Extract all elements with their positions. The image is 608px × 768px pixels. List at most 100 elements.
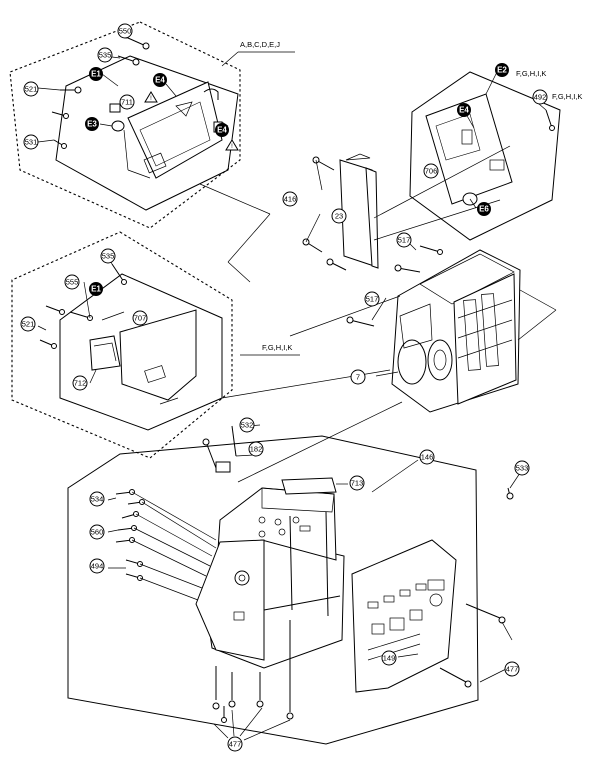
screw-icon	[202, 425, 237, 473]
svg-text:E1: E1	[91, 70, 101, 79]
svg-text:416: 416	[284, 195, 297, 204]
callout-23: 23	[331, 208, 347, 224]
bracket-23	[302, 153, 379, 271]
callout-531: 531	[23, 134, 39, 150]
badges: E1 E3 E4 E4 E2 E4 E6 E1	[85, 63, 509, 296]
badge-e1: E1	[89, 67, 103, 81]
screw-icon	[346, 245, 443, 327]
screw-icon	[115, 489, 145, 581]
badge-e2: E2	[495, 63, 509, 77]
svg-text:477: 477	[229, 740, 242, 749]
callout-7: 7	[350, 369, 366, 385]
model-group-label-top-left: A,B,C,D,E,J	[240, 40, 280, 49]
svg-text:E2: E2	[497, 66, 507, 75]
callout-182: 182	[248, 441, 264, 457]
screw-icon	[302, 156, 347, 271]
svg-text:E4: E4	[155, 76, 165, 85]
callout-521b: 521	[20, 316, 36, 332]
callout-706: 706	[423, 163, 439, 179]
svg-text:706: 706	[425, 167, 438, 176]
svg-text:7: 7	[356, 373, 360, 382]
screw-icon	[545, 109, 555, 131]
group-bottom	[67, 425, 514, 745]
screw-icon	[51, 37, 150, 149]
svg-text:550: 550	[119, 27, 132, 36]
badge-e4c: E4	[457, 103, 471, 117]
svg-text:711: 711	[121, 98, 133, 107]
svg-text:713: 713	[351, 479, 364, 488]
badge-e1b: E1	[89, 282, 103, 296]
group-middle-left: F,G,H,I,K	[11, 231, 300, 459]
svg-text:534: 534	[91, 495, 104, 504]
group-top-right: F,G,H,I,K F,G,H,I,K	[409, 69, 582, 241]
callout-707: 707	[132, 310, 148, 326]
svg-text:182: 182	[250, 445, 263, 454]
badge-e3: E3	[85, 117, 99, 131]
svg-text:!: !	[150, 96, 152, 102]
mechanism-assembly-7	[391, 249, 521, 413]
svg-text:E1: E1	[91, 285, 101, 294]
svg-text:!: !	[231, 144, 233, 150]
callout-146: 146	[419, 449, 435, 465]
callout-713: 713	[349, 475, 365, 491]
svg-text:477: 477	[506, 665, 519, 674]
svg-text:521: 521	[22, 320, 35, 329]
svg-text:494: 494	[91, 562, 104, 571]
callout-532: 532	[239, 417, 255, 433]
svg-text:555: 555	[66, 278, 79, 287]
callout-477b: 477	[227, 736, 243, 752]
svg-text:712: 712	[74, 379, 87, 388]
screw-icon	[39, 263, 127, 349]
svg-text:535: 535	[99, 51, 112, 60]
group-top-left: A,B,C,D,E,J ! !	[9, 21, 295, 229]
svg-text:531: 531	[25, 138, 38, 147]
callout-517b: 517	[364, 291, 380, 307]
svg-text:560: 560	[91, 528, 104, 537]
svg-text:535: 535	[102, 252, 115, 261]
callout-711: 711	[119, 94, 135, 110]
warning-triangle-icon: ! !	[144, 91, 239, 151]
svg-text:E6: E6	[479, 205, 489, 214]
callout-534: 534	[89, 491, 105, 507]
shield-plate	[127, 81, 223, 179]
callout-533: 533	[514, 460, 530, 476]
badge-e4a: E4	[153, 73, 167, 87]
svg-text:533: 533	[516, 464, 529, 473]
badge-e6: E6	[477, 202, 491, 216]
svg-text:707: 707	[134, 314, 147, 323]
connector-711	[109, 103, 121, 113]
callout-477a: 477	[504, 661, 520, 677]
svg-text:532: 532	[241, 421, 254, 430]
model-group-label-middle-left: F,G,H,I,K	[262, 343, 292, 352]
svg-text:23: 23	[335, 212, 343, 221]
callout-416: 416	[282, 191, 298, 207]
shield-plate-707	[119, 309, 197, 401]
callouts: 550 535 521 531 711 492 706 416 23 517 5…	[20, 23, 548, 752]
callout-517a: 517	[396, 232, 412, 248]
callout-550: 550	[117, 23, 133, 39]
callout-521: 521	[23, 81, 39, 97]
callout-492: 492	[532, 89, 548, 105]
callout-535: 535	[97, 47, 113, 63]
sub-assembly-frame-top-left	[55, 55, 239, 211]
svg-text:517: 517	[398, 236, 411, 245]
svg-text:146: 146	[421, 453, 434, 462]
svg-text:521: 521	[25, 85, 38, 94]
screw-icon	[212, 620, 294, 723]
front-panel-149	[351, 539, 457, 693]
svg-text:492: 492	[534, 93, 547, 102]
callout-712: 712	[72, 375, 88, 391]
screw-icon	[439, 487, 514, 688]
model-group-label-492: F,G,H,I,K	[552, 92, 582, 101]
callout-535b: 535	[100, 248, 116, 264]
svg-text:517: 517	[366, 295, 379, 304]
svg-text:E4: E4	[459, 106, 469, 115]
callout-555: 555	[64, 274, 80, 290]
sub-assembly-frame-middle-left	[59, 273, 223, 431]
model-group-label-e2: F,G,H,I,K	[516, 69, 546, 78]
badge-e4b: E4	[215, 123, 229, 137]
callout-560: 560	[89, 524, 105, 540]
svg-text:149: 149	[383, 654, 396, 663]
callout-149: 149	[381, 650, 397, 666]
